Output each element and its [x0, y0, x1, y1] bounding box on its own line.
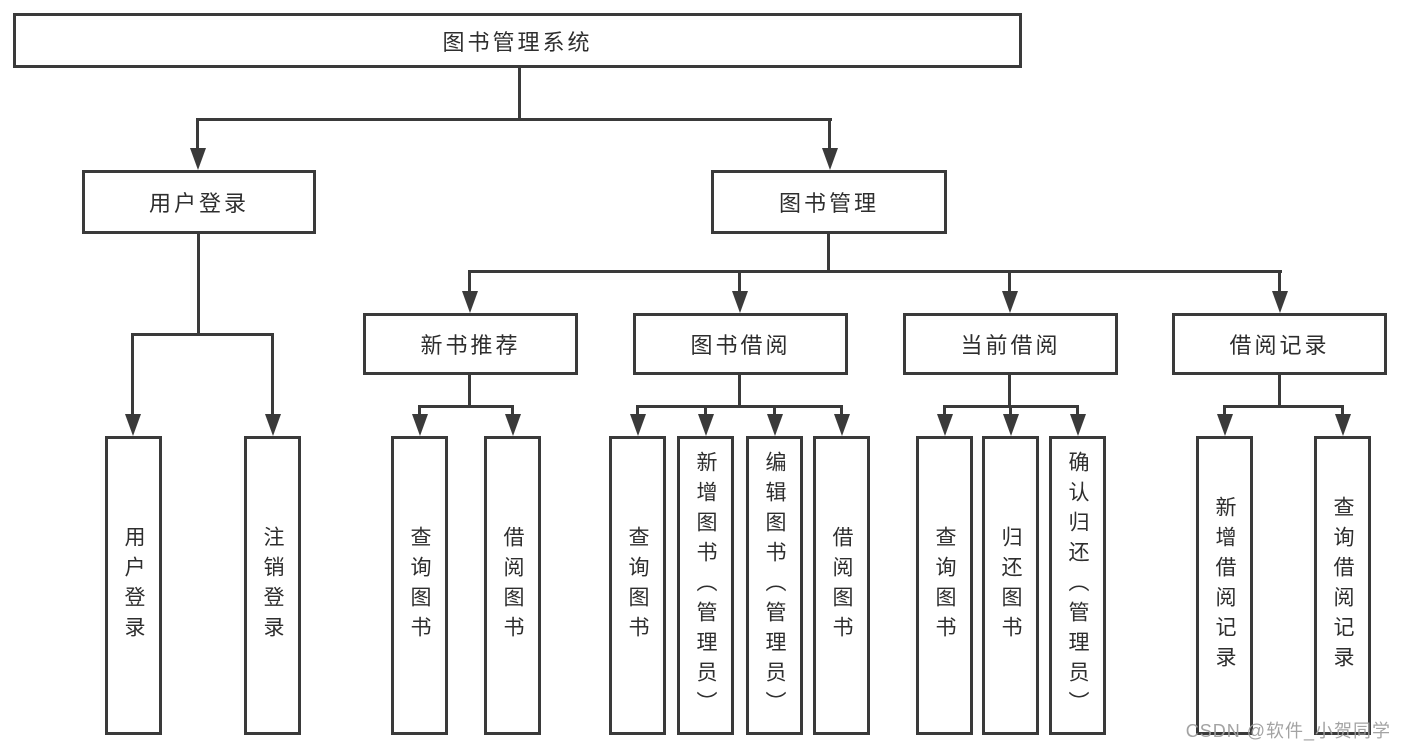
- connector-line: [131, 333, 134, 416]
- node-current-borrow-label: 当前借阅: [960, 333, 1061, 358]
- leaf-user-login: 用户登录: [105, 436, 162, 735]
- leaf-user-login-label: 用户登录: [122, 525, 145, 646]
- connector-line: [1341, 405, 1344, 418]
- connector-arrowhead: [505, 414, 521, 436]
- connector-line: [738, 270, 741, 296]
- connector-line: [1278, 373, 1281, 408]
- connector-arrowhead: [462, 291, 478, 313]
- connector-line: [636, 405, 843, 408]
- connector-line: [518, 66, 521, 121]
- connector-arrowhead: [834, 414, 850, 436]
- connector-line: [271, 333, 274, 416]
- connector-line: [636, 405, 639, 418]
- connector-line: [468, 373, 471, 408]
- connector-arrowhead: [698, 414, 714, 436]
- leaf-return-book-label: 归还图书: [999, 525, 1022, 646]
- leaf-query-books-current: 查询图书: [916, 436, 973, 735]
- leaf-query-books-current-label: 查询图书: [933, 525, 956, 646]
- leaf-edit-book-admin: 编辑图书（管理员）: [746, 436, 803, 735]
- connector-arrowhead: [732, 291, 748, 313]
- node-borrow-records: 借阅记录: [1172, 313, 1387, 375]
- connector-arrowhead: [412, 414, 428, 436]
- node-new-book-recommend: 新书推荐: [363, 313, 578, 375]
- connector-line: [943, 405, 946, 418]
- leaf-logout-label: 注销登录: [261, 525, 284, 646]
- node-current-borrow: 当前借阅: [903, 313, 1118, 375]
- connector-line: [1008, 373, 1011, 408]
- connector-arrowhead: [937, 414, 953, 436]
- node-book-management-label: 图书管理: [778, 191, 879, 216]
- leaf-confirm-return-admin-label: 确认归还（管理员）: [1066, 450, 1089, 721]
- connector-arrowhead: [1070, 414, 1086, 436]
- connector-arrowhead: [1217, 414, 1233, 436]
- leaf-logout: 注销登录: [244, 436, 301, 735]
- node-user-login-label: 用户登录: [148, 191, 249, 216]
- connector-arrowhead: [190, 148, 206, 170]
- connector-line: [418, 405, 421, 418]
- leaf-borrow-books-recommend-label: 借阅图书: [501, 525, 524, 646]
- leaf-add-borrow-record-label: 新增借阅记录: [1213, 495, 1236, 676]
- connector-arrowhead: [1002, 291, 1018, 313]
- connector-line: [828, 118, 831, 152]
- leaf-query-books-recommend: 查询图书: [391, 436, 448, 735]
- node-book-management: 图书管理: [711, 170, 947, 234]
- connector-line: [468, 270, 1282, 273]
- connector-line: [511, 405, 514, 418]
- connector-line: [196, 118, 199, 152]
- connector-line: [1223, 405, 1344, 408]
- leaf-confirm-return-admin: 确认归还（管理员）: [1049, 436, 1106, 735]
- connector-arrowhead: [125, 414, 141, 436]
- node-root-label: 图书管理系统: [442, 29, 593, 55]
- connector-arrowhead: [1272, 291, 1288, 313]
- node-book-borrow: 图书借阅: [633, 313, 848, 375]
- leaf-add-book-admin-label: 新增图书（管理员）: [694, 450, 717, 721]
- leaf-return-book: 归还图书: [982, 436, 1039, 735]
- leaf-query-books-borrow: 查询图书: [609, 436, 666, 735]
- node-new-book-recommend-label: 新书推荐: [420, 333, 521, 358]
- connector-line: [1009, 405, 1012, 418]
- connector-line: [827, 232, 830, 273]
- connector-line: [1076, 405, 1079, 418]
- connector-line: [1278, 270, 1281, 296]
- leaf-borrow-books-borrow-label: 借阅图书: [830, 525, 853, 646]
- connector-arrowhead: [767, 414, 783, 436]
- connector-line: [418, 405, 514, 408]
- connector-arrowhead: [1335, 414, 1351, 436]
- connector-line: [131, 333, 274, 336]
- leaf-query-borrow-record: 查询借阅记录: [1314, 436, 1371, 735]
- connector-line: [1008, 270, 1011, 296]
- connector-line: [704, 405, 707, 418]
- connector-line: [468, 270, 471, 296]
- connector-arrowhead: [630, 414, 646, 436]
- node-book-borrow-label: 图书借阅: [690, 333, 791, 358]
- connector-arrowhead: [822, 148, 838, 170]
- node-root: 图书管理系统: [13, 13, 1022, 68]
- connector-arrowhead: [265, 414, 281, 436]
- connector-line: [773, 405, 776, 418]
- leaf-query-books-recommend-label: 查询图书: [408, 525, 431, 646]
- connector-line: [196, 118, 832, 121]
- connector-arrowhead: [1003, 414, 1019, 436]
- connector-line: [738, 373, 741, 408]
- node-borrow-records-label: 借阅记录: [1229, 333, 1330, 358]
- leaf-edit-book-admin-label: 编辑图书（管理员）: [763, 450, 786, 721]
- connector-line: [840, 405, 843, 418]
- leaf-query-borrow-record-label: 查询借阅记录: [1331, 495, 1354, 676]
- leaf-query-books-borrow-label: 查询图书: [626, 525, 649, 646]
- leaf-add-book-admin: 新增图书（管理员）: [677, 436, 734, 735]
- leaf-borrow-books-recommend: 借阅图书: [484, 436, 541, 735]
- connector-line: [1223, 405, 1226, 418]
- leaf-borrow-books-borrow: 借阅图书: [813, 436, 870, 735]
- leaf-add-borrow-record: 新增借阅记录: [1196, 436, 1253, 735]
- watermark-text: CSDN @软件_小贺同学: [1185, 721, 1391, 741]
- connector-line: [197, 232, 200, 336]
- node-user-login: 用户登录: [82, 170, 316, 234]
